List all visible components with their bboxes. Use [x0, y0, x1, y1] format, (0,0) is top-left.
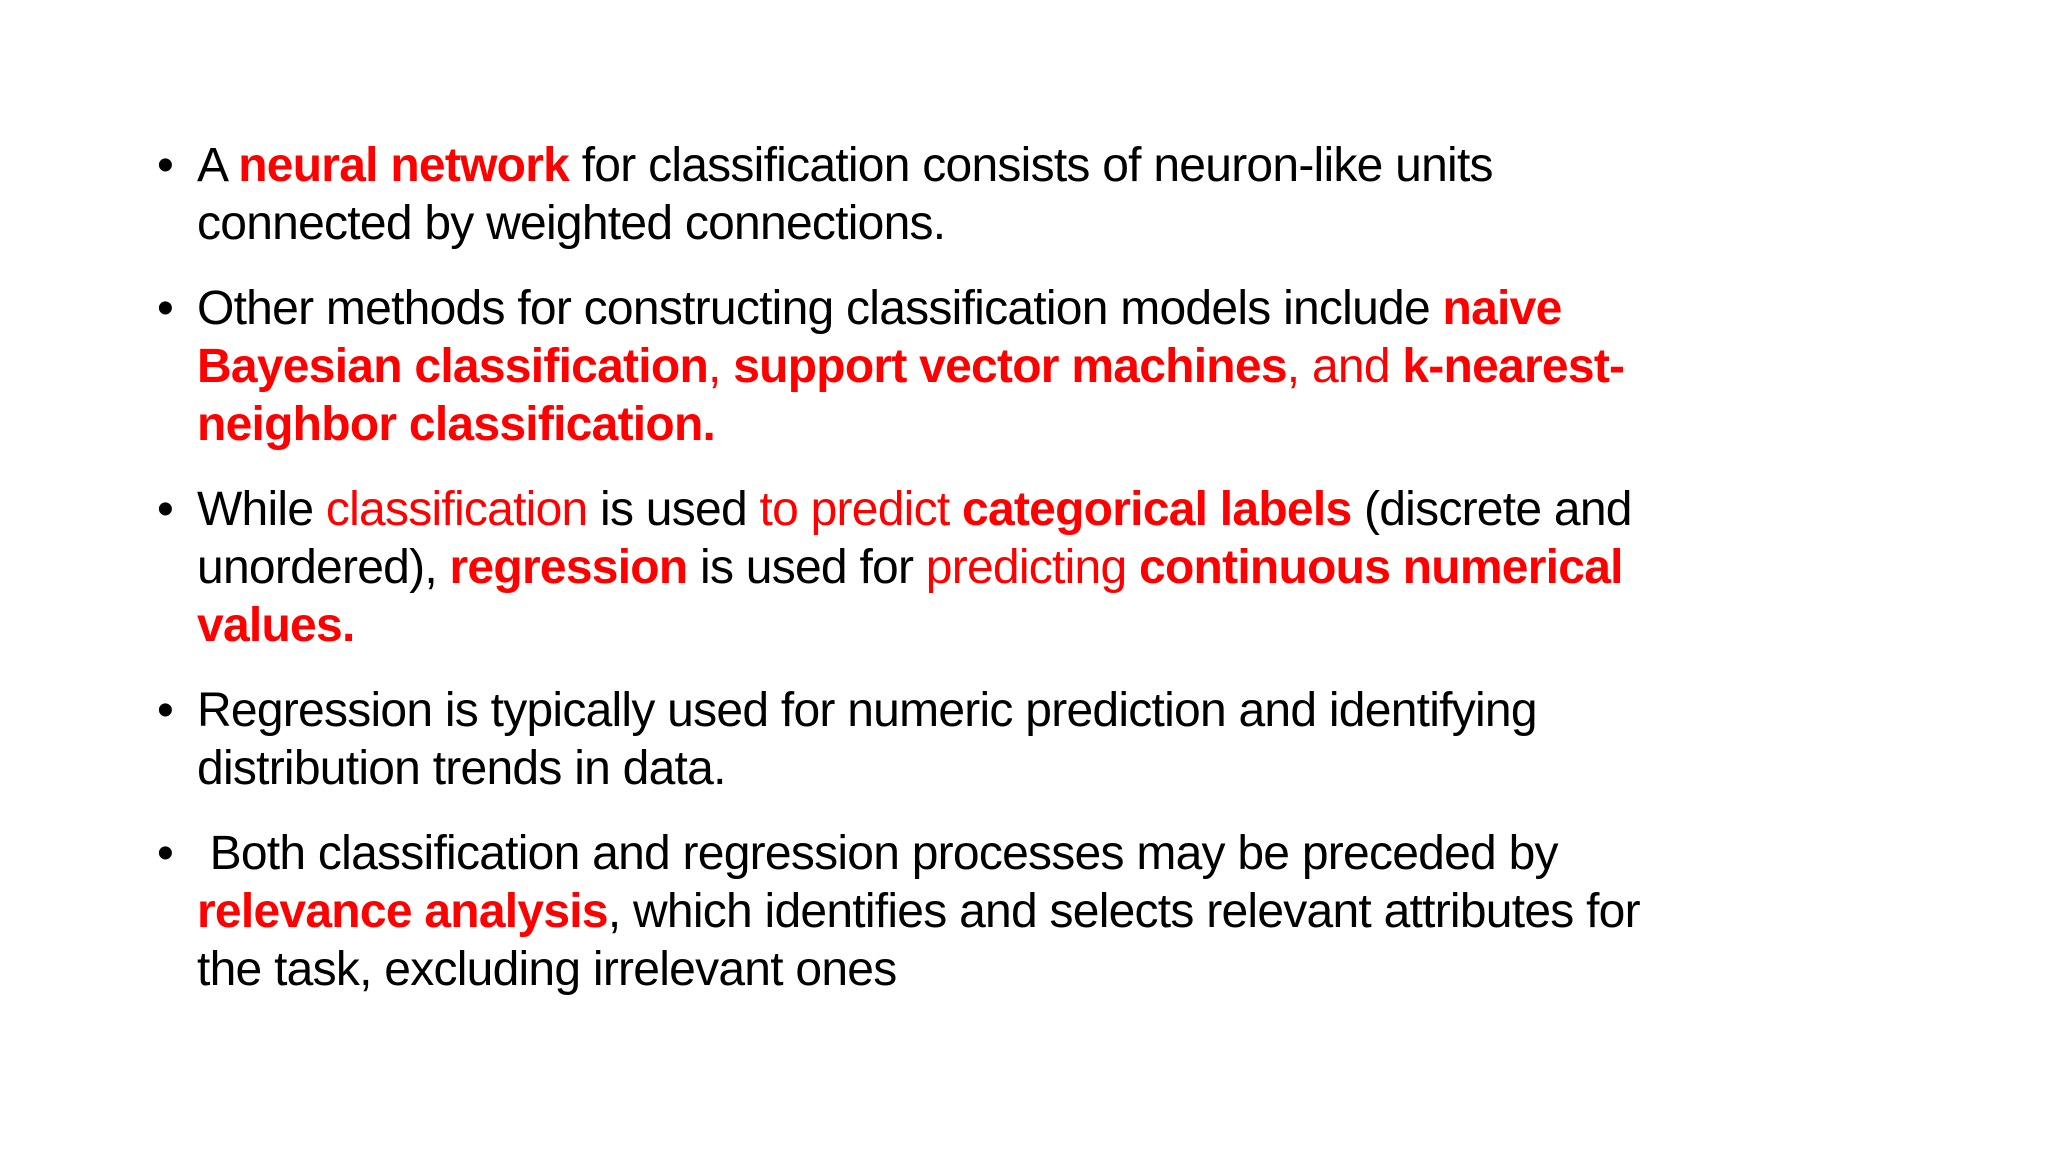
text-segment: Other methods for constructing classific…: [197, 282, 1443, 335]
text-segment: relevance analysis: [197, 885, 609, 938]
bullet-text: Both classification and regression proce…: [197, 825, 1641, 999]
text-segment: for classification consists of neuron-li…: [197, 139, 1494, 250]
bullet-item: • Regression is typically used for numeri…: [157, 682, 2048, 798]
text-segment: classification: [325, 483, 588, 536]
text-segment: neural network: [238, 139, 570, 192]
text-segment: k-nearest- neighbor classification.: [197, 340, 1625, 451]
text-segment: predicting: [925, 541, 1140, 594]
bullet-item: • While classification is used to predict…: [157, 481, 2048, 655]
text-segment: , and: [1286, 340, 1403, 393]
text-segment: regression: [449, 541, 689, 594]
bullet-marker-icon: •: [157, 827, 174, 880]
text-segment: Both classification and regression proce…: [209, 827, 1559, 880]
text-segment: is used for: [687, 541, 926, 594]
text-segment: ,: [708, 340, 734, 393]
bullet-item: • Other methods for constructing classifi…: [157, 280, 2048, 454]
bullet-item: • Both classification and regression pro…: [157, 825, 2048, 999]
text-segment: A: [197, 139, 239, 192]
text-segment: is used: [587, 483, 760, 536]
text-segment: Regression is typically used for numeric…: [197, 684, 1538, 795]
text-segment: , which identifies and selects relevant …: [197, 885, 1641, 996]
bullet-item: • A neural network for classification con…: [157, 137, 2048, 253]
bullet-marker-icon: •: [157, 139, 174, 192]
text-segment: to predict: [759, 483, 963, 536]
text-segment: While: [197, 483, 326, 536]
bullet-list: • A neural network for classification con…: [157, 137, 2048, 999]
bullet-text: Other methods for constructing classific…: [197, 280, 1625, 454]
bullet-text: A neural network for classification cons…: [197, 137, 1494, 253]
text-segment: categorical labels: [962, 483, 1352, 536]
text-segment: support vector machines: [733, 340, 1287, 393]
bullet-marker-icon: •: [157, 483, 174, 536]
bullet-marker-icon: •: [157, 282, 174, 335]
bullet-text: While classification is used to predict …: [197, 481, 1632, 655]
bullet-marker-icon: •: [157, 684, 174, 737]
text-segment: naive Bayesian classification: [197, 282, 1562, 393]
text-segment: (discrete and unordered),: [197, 483, 1632, 594]
bullet-text: Regression is typically used for numeric…: [197, 682, 1538, 798]
text-segment: continuous numerical values.: [197, 541, 1623, 652]
